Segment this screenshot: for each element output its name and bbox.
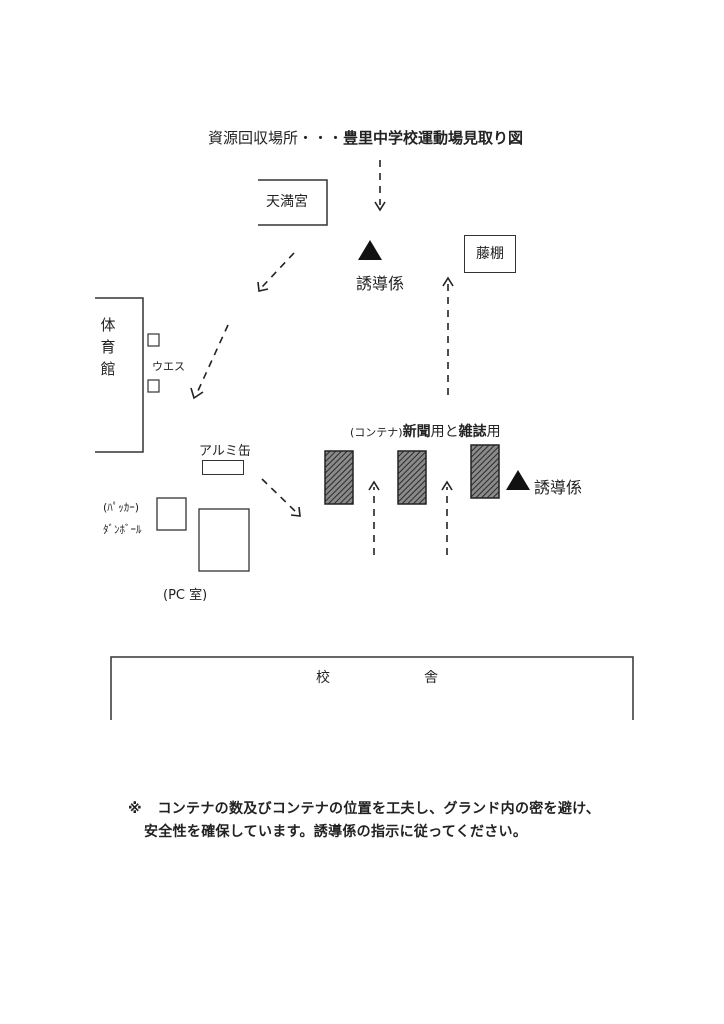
gym-char-2: 育 [100,338,116,356]
school-building-outline [110,656,634,720]
gym-door-upper [147,333,160,347]
title-prefix: 資源回収場所・・・ [208,129,344,147]
school-label-b: 舎 [424,670,438,686]
arrow-shrine-down [261,252,295,288]
packer-label: (ﾊﾟｯｶｰ) [103,501,140,514]
note-line-2: 安全性を確保しています。誘導係の指示に従ってください。 [128,821,600,844]
gym-char-1: 体 [100,316,116,334]
aluminum-box [202,460,244,475]
pc-room-box [198,508,250,572]
arrowhead-gym-down [190,387,204,400]
containers-suffix: 用 [486,424,501,440]
school-label-a: 校 [316,670,330,686]
cardboard-label: ﾀﾞﾝﾎﾞｰﾙ [103,523,142,536]
arrow-alum-down [261,478,297,513]
containers-news: 新聞 [402,424,431,440]
guide-label-top: 誘導係 [356,274,405,293]
arrowhead-title-down [374,201,386,212]
container-1 [324,450,354,505]
note-line-1: ※ コンテナの数及びコンテナの位置を工夫し、グランド内の密を避け、 [128,798,600,821]
containers-label: (コンテナ)新聞用と雑誌用 [350,421,501,441]
note-mark: ※ [128,801,142,817]
container-2 [397,450,427,505]
shrine-label: 天満宮 [266,194,308,210]
note-text-2: 安全性を確保しています。誘導係の指示に従ってください。 [144,824,528,840]
guide-label-right: 誘導係 [534,478,583,497]
wisteria-label: 藤棚 [476,246,504,262]
note-text-1: コンテナの数及びコンテナの位置を工夫し、グランド内の密を避け、 [157,801,601,817]
page-title: 資源回収場所・・・豊里中学校運動場見取り図 [208,127,523,148]
container-3 [470,444,500,499]
gym-char-3: 館 [100,360,116,378]
containers-mid: 用と [430,424,459,440]
containers-prefix: (コンテナ) [350,426,403,439]
waste-label: ウエス [152,360,185,373]
arrowhead-up-container-1 [368,480,380,491]
cardboard-box [156,497,187,531]
note-block: ※ コンテナの数及びコンテナの位置を工夫し、グランド内の密を避け、 安全性を確保… [128,798,600,844]
title-main: 豊里中学校運動場見取り図 [343,129,524,147]
arrowhead-shrine-down [257,281,269,292]
containers-magazine: 雑誌 [458,424,487,440]
gym-label: 体 育 館 [100,314,116,380]
wisteria-box: 藤棚 [464,235,516,273]
gym-door-lower [147,379,160,393]
guide-triangle-right [506,470,530,490]
gym-outline [95,297,144,453]
arrowhead-up-container-2 [441,480,453,491]
aluminum-label: アルミ缶 [199,444,251,459]
shrine-outline [258,179,328,226]
arrow-gym-down [196,324,229,394]
arrowhead-alum-down [290,506,301,517]
arrowhead-up-right [442,276,454,287]
guide-triangle-top [358,240,382,260]
pc-room-label: (PC 室) [163,588,208,603]
